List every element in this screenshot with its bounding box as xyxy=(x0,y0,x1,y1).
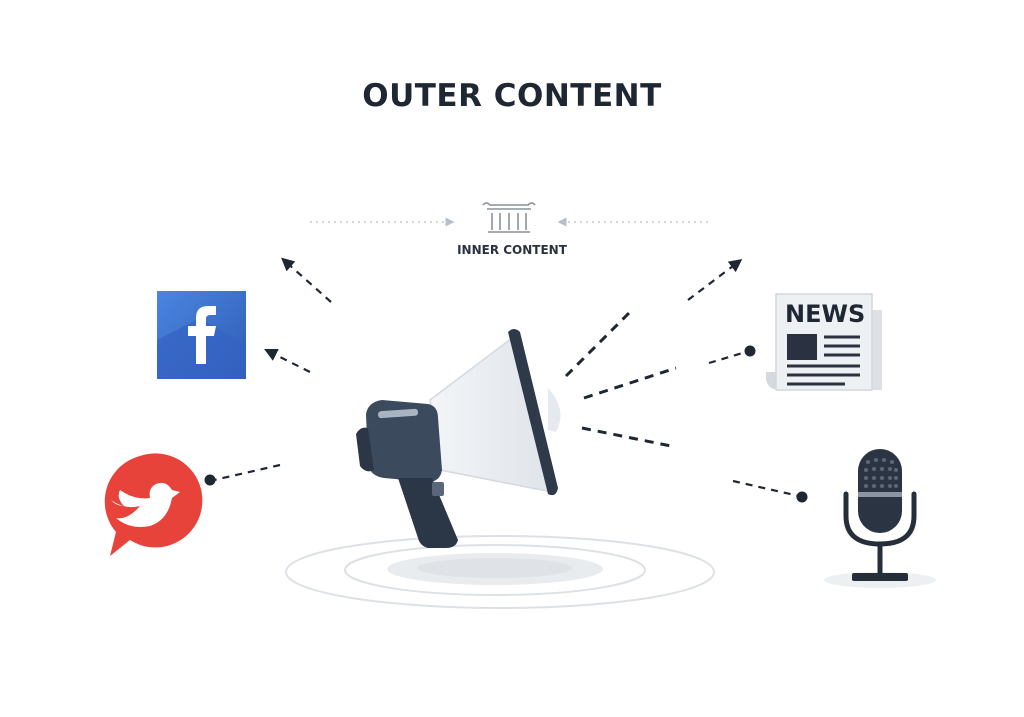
ripple-rings xyxy=(285,535,715,609)
right-connectors xyxy=(687,259,800,498)
megaphone-icon[interactable] xyxy=(356,329,561,548)
sound-waves xyxy=(564,308,677,449)
microphone-icon[interactable] xyxy=(824,449,936,588)
newspaper-icon[interactable]: NEWS xyxy=(766,293,882,391)
facebook-icon[interactable] xyxy=(157,291,246,379)
mic-connector-dot xyxy=(796,491,808,503)
twitter-connector-dot xyxy=(204,474,216,486)
twitter-bird-icon[interactable] xyxy=(104,453,203,556)
news-connector-dot xyxy=(744,345,756,357)
news-label: NEWS xyxy=(785,300,865,328)
left-connectors xyxy=(213,257,332,482)
diagram-title: OUTER CONTENT xyxy=(362,78,662,114)
pillar-icon xyxy=(482,202,536,233)
inner-content-label: INNER CONTENT xyxy=(457,243,567,257)
